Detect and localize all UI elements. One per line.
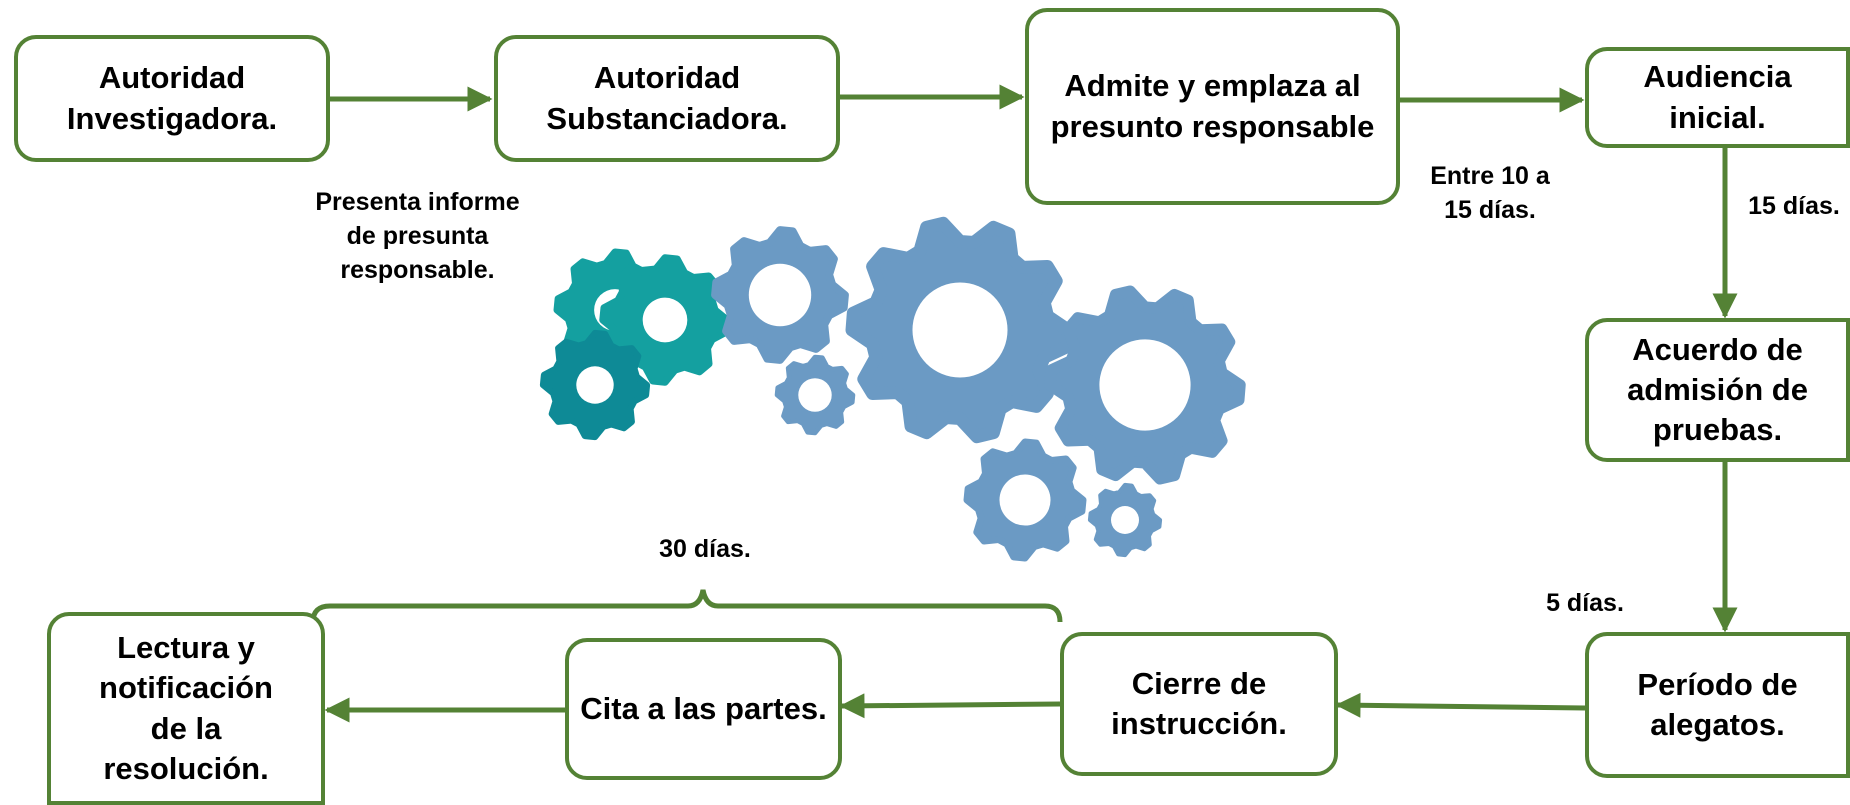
label-30-dias: 30 días. <box>659 535 751 563</box>
bracket-30-dias <box>310 589 1063 623</box>
step-acuerdo-admision: Acuerdo de admisión de pruebas. <box>1585 318 1850 462</box>
step-autoridad-substanciadora: Autoridad Substanciadora. <box>494 35 840 162</box>
gear-hole <box>642 297 688 343</box>
step-lectura-notificacion: Lectura y notificación de la resolución. <box>47 612 325 805</box>
arrow-cierre-cita <box>839 693 1061 719</box>
step-autoridad-investigadora: Autoridad Investigadora. <box>14 35 330 162</box>
step-audiencia-inicial: Audiencia inicial. <box>1585 47 1850 148</box>
gear-hole <box>576 366 614 404</box>
label-15-dias: 15 días. <box>1748 192 1840 220</box>
arrow-alegatos-cierre <box>1335 692 1586 718</box>
step-cierre-instruccion: Cierre de instrucción. <box>1060 632 1338 776</box>
label-entre-10-15-dias: Entre 10 a 15 días. <box>1430 162 1550 224</box>
gear-hole <box>798 378 832 412</box>
gear-hole <box>1099 339 1191 431</box>
step-admite-emplaza: Admite y emplaza al presunto responsable <box>1025 8 1400 205</box>
gear-hole <box>748 263 812 327</box>
gear-hole <box>1111 506 1139 534</box>
label-5-dias: 5 días. <box>1546 589 1624 617</box>
step-cita-partes: Cita a las partes. <box>565 638 842 780</box>
gear-hole <box>912 282 1008 378</box>
gear-hole <box>999 474 1051 526</box>
label-presenta-informe: Presenta informe de presunta responsable… <box>315 188 520 284</box>
step-periodo-alegatos: Período de alegatos. <box>1585 632 1850 778</box>
